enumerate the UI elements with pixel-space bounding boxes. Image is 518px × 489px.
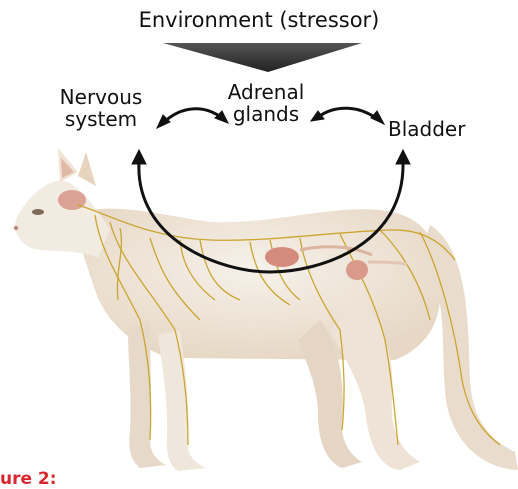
nervous-system-label: Nervous system (40, 86, 162, 131)
adrenal-glands-label: Adrenal glands (200, 81, 332, 126)
cat-body (14, 148, 518, 471)
bladder-organ (346, 260, 368, 280)
adrenal-gland-organ (265, 247, 299, 267)
stressor-title: Environment (stressor) (0, 9, 518, 33)
adrenal-glands-text: Adrenal glands (228, 80, 305, 126)
figure-caption: ure 2: (0, 470, 57, 489)
bladder-label: Bladder (388, 118, 465, 140)
nervous-system-text: Nervous system (60, 85, 143, 131)
stressor-wedge (163, 43, 362, 72)
